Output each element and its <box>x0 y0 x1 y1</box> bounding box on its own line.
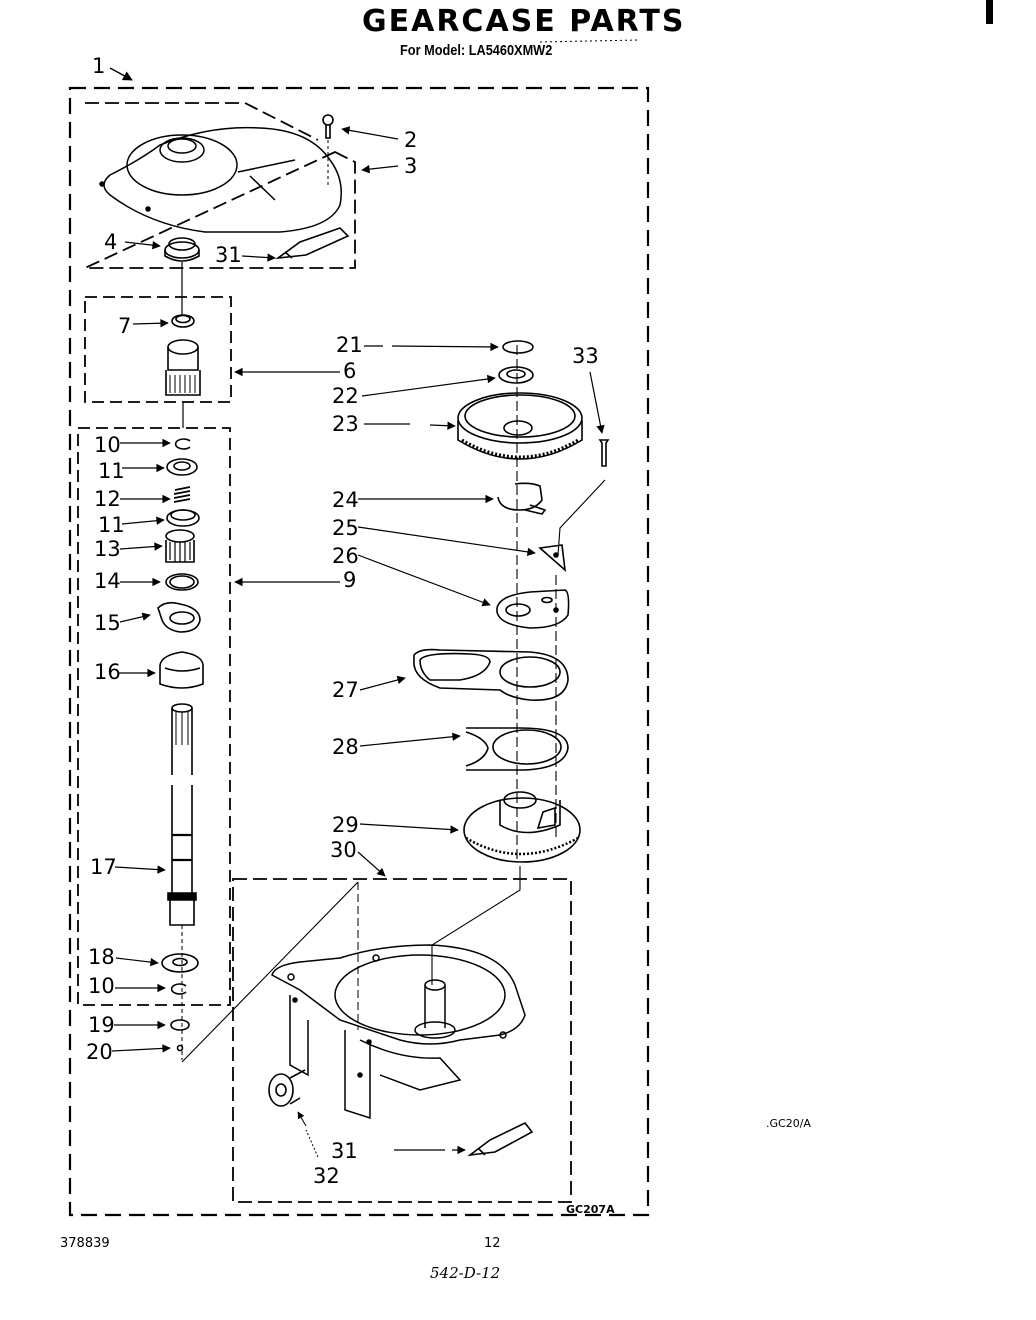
callout-21: 21 <box>336 333 363 357</box>
washer-22 <box>498 366 534 384</box>
callout-32: 32 <box>313 1164 340 1188</box>
callout-4: 4 <box>104 230 118 254</box>
seal-19 <box>170 1019 190 1031</box>
callout-23: 23 <box>332 412 359 436</box>
callout-29: 29 <box>332 813 359 837</box>
sealant-tube-31b <box>467 1121 534 1157</box>
spring-12 <box>173 486 191 503</box>
callout-16: 16 <box>94 660 121 684</box>
outer-assembly-box <box>68 86 650 1217</box>
washer-11b <box>166 509 200 527</box>
plate-26 <box>496 589 570 629</box>
callout-27: 27 <box>332 678 359 702</box>
shift-fork-28 <box>465 727 569 771</box>
callout-2: 2 <box>404 128 418 152</box>
retaining-ring-10 <box>174 438 191 450</box>
callout-14: 14 <box>94 569 121 593</box>
callout-9: 9 <box>343 568 357 592</box>
sealant-tube-31 <box>275 227 350 260</box>
callout-17: 17 <box>90 855 117 879</box>
callout-7: 7 <box>118 314 132 338</box>
callout-19: 19 <box>88 1013 115 1037</box>
main-gear-23 <box>457 392 583 460</box>
callout-1: 1 <box>92 54 106 78</box>
callout-10b: 10 <box>88 974 115 998</box>
model-subtitle: For Model: LA5460XMW2 <box>400 42 553 59</box>
callout-33: 33 <box>572 344 599 368</box>
callout-13: 13 <box>94 537 121 561</box>
cam-16 <box>159 651 204 689</box>
callout-26: 26 <box>332 544 359 568</box>
drive-lever-27 <box>413 648 569 701</box>
callout-28: 28 <box>332 735 359 759</box>
gearcase-base-box <box>232 878 572 1203</box>
figure-code-inner: GC207A <box>566 1203 615 1216</box>
callout-10: 10 <box>94 433 121 457</box>
cover-subassembly-box <box>84 102 356 269</box>
callout-20: 20 <box>86 1040 113 1064</box>
washer-11 <box>166 458 198 476</box>
callout-25: 25 <box>332 516 359 540</box>
bearing-4 <box>164 237 200 262</box>
callout-11b: 11 <box>98 513 125 537</box>
callout-30: 30 <box>330 838 357 862</box>
retaining-ring-10b <box>170 983 187 995</box>
callout-31b: 31 <box>331 1139 358 1163</box>
callout-22: 22 <box>332 384 359 408</box>
page-title: GEARCASE PARTS <box>362 4 686 39</box>
callout-6: 6 <box>343 359 357 383</box>
figure-code-outside: .GC20/A <box>766 1117 811 1130</box>
drive-pulley-29 <box>463 791 581 863</box>
callout-11: 11 <box>98 459 125 483</box>
gear-13 <box>165 529 195 563</box>
callout-15: 15 <box>94 611 121 635</box>
agitator-shaft-17 <box>167 703 197 926</box>
washer-18 <box>161 953 199 973</box>
gearcase-base <box>271 944 526 1120</box>
page-number: 12 <box>484 1236 501 1251</box>
seal-7 <box>171 314 195 328</box>
screw-2 <box>322 114 334 185</box>
roller-32 <box>268 1069 306 1107</box>
handwritten-note: 542-D-12 <box>430 1264 501 1282</box>
callout-24: 24 <box>332 488 359 512</box>
ball-20 <box>176 1044 184 1052</box>
bracket-25 <box>538 544 567 572</box>
snap-ring-21 <box>502 340 534 354</box>
pinion-6 <box>165 339 201 396</box>
bolt-33 <box>598 439 610 467</box>
gearcase-cover <box>99 126 342 233</box>
pinion-subassembly-box <box>84 296 232 403</box>
washer-14 <box>165 573 199 591</box>
sealant-ring-24 <box>497 482 547 515</box>
callout-3: 3 <box>404 154 418 178</box>
scan-corner-mark <box>986 0 993 24</box>
callout-12: 12 <box>94 487 121 511</box>
cam-15 <box>157 601 201 633</box>
callout-31: 31 <box>215 243 242 267</box>
document-number: 378839 <box>60 1236 110 1251</box>
shaft-subassembly-box <box>77 427 231 1006</box>
callout-18: 18 <box>88 945 115 969</box>
